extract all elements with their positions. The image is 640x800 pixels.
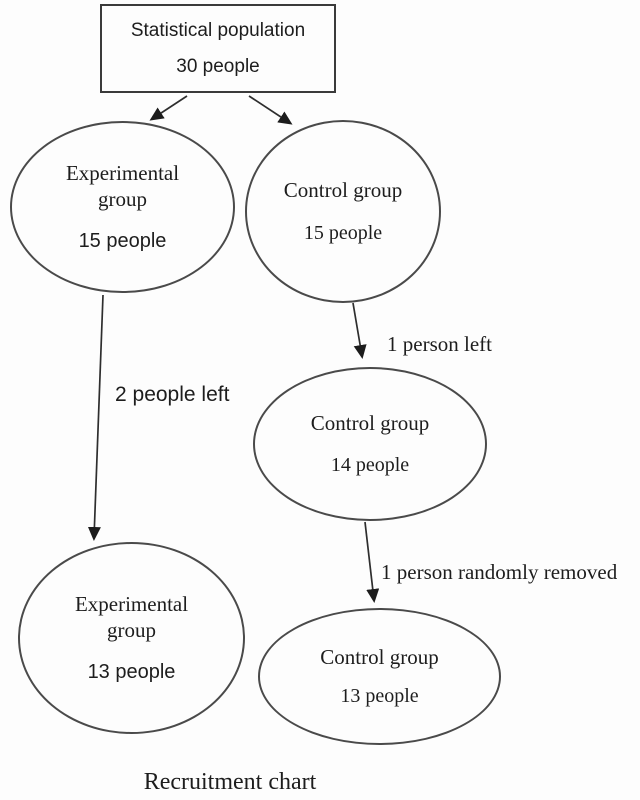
node-experimental-group-final: Experimental group 13 people [18, 542, 245, 734]
node-title: Control group [310, 411, 430, 436]
node-control-group-final: Control group 13 people [258, 608, 501, 745]
arrow-experimental-dropout [87, 294, 104, 541]
node-count: 15 people [78, 229, 167, 252]
node-count: 13 people [340, 684, 419, 707]
arrow-control-dropout [352, 302, 367, 359]
node-control-group-initial: Control group 15 people [245, 120, 441, 303]
node-count: 13 people [87, 660, 176, 683]
arrow-population-to-experimental [149, 95, 188, 121]
node-title: Experimental group [74, 592, 189, 642]
node-title: Experimental group [65, 161, 180, 211]
edge-label-control-dropout: 1 person left [387, 332, 492, 356]
node-title: Control group [320, 645, 439, 670]
node-count: 30 people [176, 55, 260, 77]
node-count: 14 people [330, 453, 410, 476]
node-experimental-group-initial: Experimental group 15 people [10, 121, 235, 293]
node-control-group-after-dropout: Control group 14 people [253, 367, 487, 521]
edge-label-experimental-dropout: 2 people left [115, 383, 230, 406]
edge-label-control-removal: 1 person randomly removed [381, 560, 618, 584]
node-statistical-population: Statistical population 30 people [100, 4, 336, 93]
node-count: 15 people [303, 221, 383, 244]
node-title: Statistical population [130, 19, 306, 41]
arrow-control-removal [364, 521, 380, 603]
node-title: Control group [283, 178, 403, 203]
arrow-population-to-control [248, 95, 293, 125]
chart-caption: Recruitment chart [143, 769, 317, 795]
